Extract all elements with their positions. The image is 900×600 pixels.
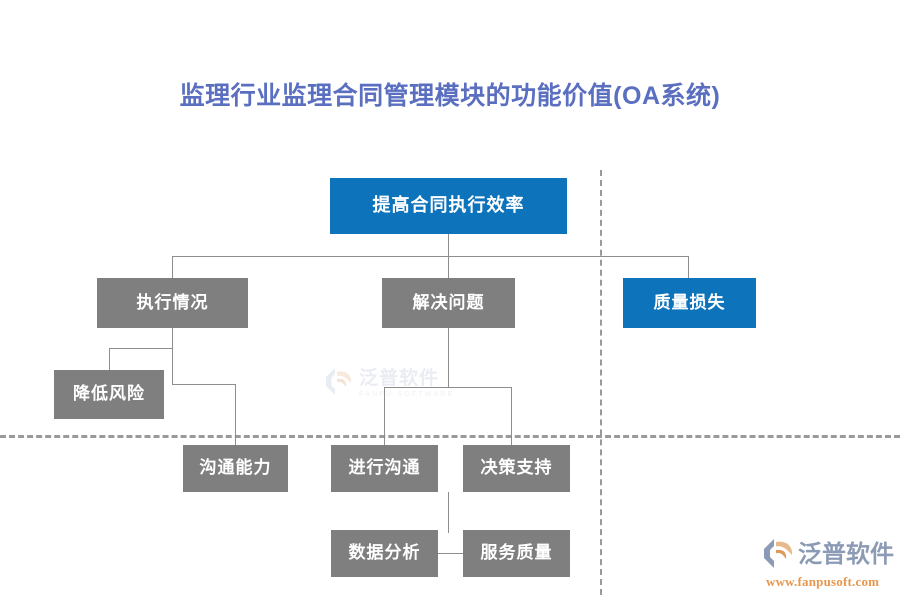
connector-stem-level4 bbox=[448, 492, 449, 533]
connector-drop-解决问题 bbox=[448, 256, 449, 278]
brand-logo: 泛普软件 www.fanpusoft.com bbox=[760, 538, 895, 594]
node-质量损失[interactable]: 质量损失 bbox=[623, 278, 756, 328]
connector-drop-沟通能力 bbox=[235, 384, 236, 445]
connector-drop-决策支持 bbox=[511, 387, 512, 445]
connector-stem-执行情况 bbox=[172, 328, 173, 384]
connector-bus-降低风险 bbox=[109, 348, 173, 349]
brand-logo-row: 泛普软件 bbox=[760, 538, 895, 572]
brand-name: 泛普软件 bbox=[798, 541, 894, 568]
connector-drop-降低风险 bbox=[109, 348, 110, 370]
connector-bus-level3 bbox=[384, 387, 512, 388]
connector-bus-level4 bbox=[425, 553, 471, 554]
watermark-cn: 泛普软件 bbox=[359, 367, 440, 389]
connector-drop-执行情况 bbox=[172, 256, 173, 278]
center-watermark: 泛普软件 FANPU SOFTWARE bbox=[322, 360, 492, 406]
connector-root-stem bbox=[448, 234, 449, 256]
connector-drop-进行沟通 bbox=[384, 387, 385, 445]
connector-drop-质量损失 bbox=[688, 256, 689, 278]
node-决策支持[interactable]: 决策支持 bbox=[463, 445, 570, 492]
horizontal-dashed-divider bbox=[0, 435, 900, 438]
fanpu-mark-icon bbox=[760, 537, 796, 574]
brand-url: www.fanpusoft.com bbox=[766, 574, 880, 589]
connector-stem-解决问题 bbox=[448, 328, 449, 387]
watermark-text: 泛普软件 FANPU SOFTWARE bbox=[359, 369, 455, 398]
node-进行沟通[interactable]: 进行沟通 bbox=[331, 445, 438, 492]
connector-level1-bus bbox=[172, 256, 689, 257]
node-降低风险[interactable]: 降低风险 bbox=[54, 370, 164, 419]
node-解决问题[interactable]: 解决问题 bbox=[382, 278, 515, 328]
page-title: 监理行业监理合同管理模块的功能价值(OA系统) bbox=[179, 82, 721, 110]
watermark-en: FANPU SOFTWARE bbox=[359, 390, 455, 398]
node-数据分析[interactable]: 数据分析 bbox=[331, 530, 438, 577]
connector-bus-沟通能力 bbox=[172, 384, 236, 385]
node-执行情况[interactable]: 执行情况 bbox=[97, 278, 248, 328]
node-服务质量[interactable]: 服务质量 bbox=[463, 530, 570, 577]
node-提高合同执行效率[interactable]: 提高合同执行效率 bbox=[330, 178, 567, 234]
fanpu-logo-icon bbox=[322, 366, 356, 401]
vertical-dashed-divider bbox=[600, 170, 602, 595]
node-沟通能力[interactable]: 沟通能力 bbox=[183, 445, 288, 492]
